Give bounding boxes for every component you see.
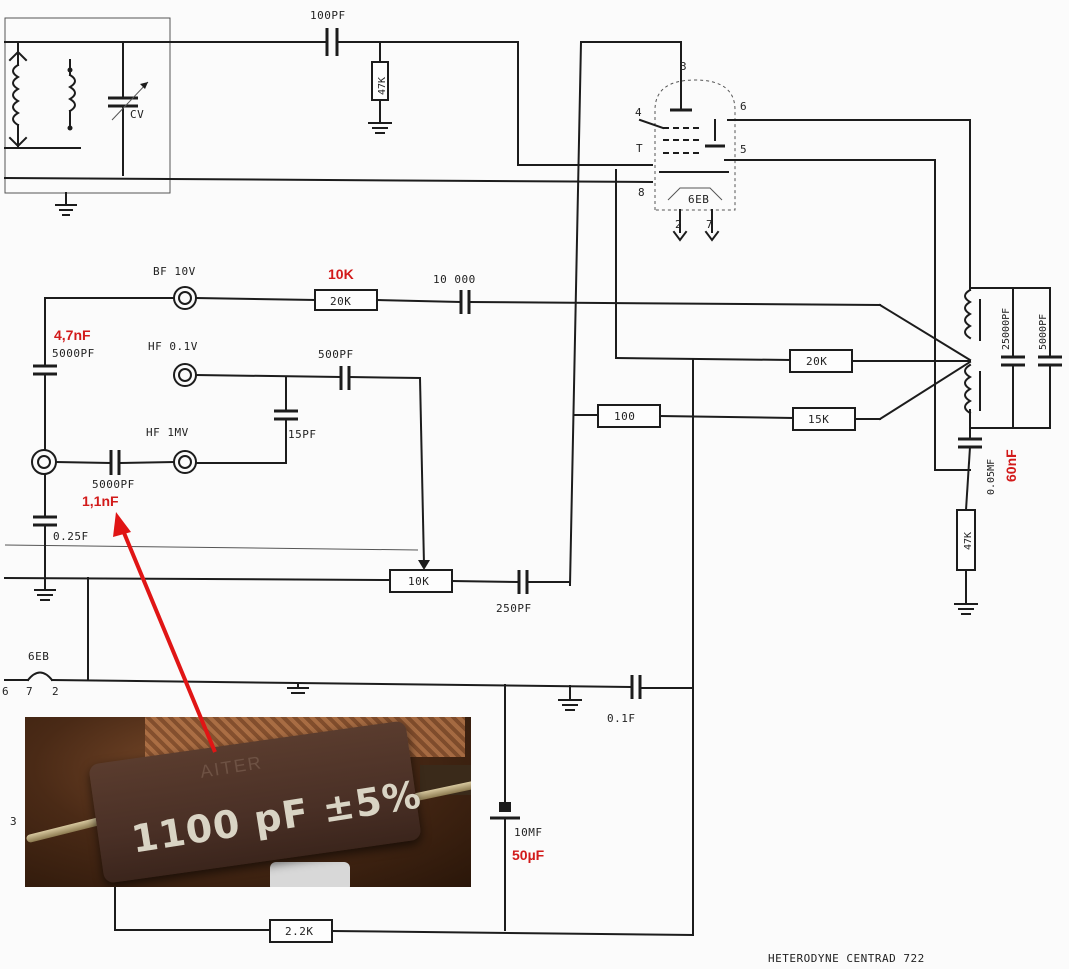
c-250-label: 250PF — [496, 602, 532, 615]
pin-8: 8 — [638, 186, 645, 199]
annotation-60nf: 60nF — [1003, 449, 1019, 482]
c-025-label: 0.25F — [53, 530, 89, 543]
wire-to-20k — [614, 356, 792, 362]
pot-label: 10K — [408, 575, 429, 588]
hf-01-output: HF 0.1V 500PF 15PF — [148, 340, 430, 570]
tube-small-label: 6EB — [28, 650, 49, 663]
r-bf-label: 20K — [330, 295, 351, 308]
tube-type-label: 6EB — [688, 193, 709, 206]
pin-t: T — [636, 142, 643, 155]
top-rail: 100PF 47K — [3, 9, 654, 184]
hf-1-output: HF 1MV 5000PF — [54, 426, 287, 491]
pin-2: 2 — [675, 218, 682, 231]
r-22-label: 2.2K — [285, 925, 314, 938]
r-100-label: 100 — [614, 410, 635, 423]
c-5000-left-label: 5000PF — [52, 347, 95, 360]
pin-7: 7 — [706, 218, 713, 231]
bf-output: BF 10V 20K 10 000 — [153, 265, 972, 362]
pin-5: 5 — [740, 143, 747, 156]
pin-small-b: 7 — [26, 685, 33, 698]
c-10-label: 10MF — [514, 826, 543, 839]
annotation-10k: 10K — [328, 266, 354, 282]
c-25000-label: 25000PF — [1001, 308, 1012, 350]
c-01-label: 0.1F — [607, 712, 636, 725]
pin-4: 4 — [635, 106, 642, 119]
capacitor-photo: AITER 1100 pF ±5% — [25, 717, 471, 887]
metal-clip — [270, 862, 350, 887]
hf01-label: HF 0.1V — [148, 340, 198, 353]
shield-line — [4, 544, 419, 551]
coil-box — [4, 17, 171, 194]
c-005-label: 0.05MF — [986, 459, 997, 495]
output-pot: 10K 250PF — [3, 569, 571, 681]
pin-small-c: 2 — [52, 685, 59, 698]
pin-3: 3 — [680, 60, 687, 73]
c-hf-label: 500PF — [318, 348, 354, 361]
hf1-label: HF 1MV — [146, 426, 189, 439]
c-bf-label: 10 000 — [433, 273, 476, 286]
pin-small-a: 6 — [2, 685, 9, 698]
r-20k-right-label: 20K — [806, 355, 827, 368]
c-5000-right-label: 5000PF — [1038, 314, 1049, 350]
mid-resistors: 100 15K 20K — [574, 349, 972, 431]
wire-581 — [568, 40, 583, 587]
cv-label: CV — [130, 108, 144, 121]
annotation-47nf: 4,7nF — [54, 327, 91, 343]
c-5000-mid-label: 5000PF — [92, 478, 135, 491]
tank-circuit: 25000PF 5000PF 0.05MF 47K — [934, 119, 1062, 615]
r-top-label: 47K — [377, 77, 388, 95]
c-15-label: 15PF — [288, 428, 317, 441]
pin3-small: 3 — [10, 815, 17, 828]
r-15k-label: 15K — [808, 413, 829, 426]
diagram-title: HETERODYNE CENTRAD 722 — [768, 952, 925, 965]
bf-label: BF 10V — [153, 265, 196, 278]
c-top-label: 100PF — [310, 9, 346, 22]
input-coil-section: CV — [4, 41, 149, 216]
r-47k-label: 47K — [963, 532, 974, 550]
tube-6eb: 3 4 6 T 5 8 6EB 2 7 — [580, 41, 971, 242]
annotation-11nf: 1,1nF — [82, 493, 119, 509]
annotation-50uf: 50µF — [512, 847, 545, 863]
pin-6: 6 — [740, 100, 747, 113]
annotations: 10K 4,7nF 1,1nF 60nF 50µF — [54, 266, 1019, 863]
